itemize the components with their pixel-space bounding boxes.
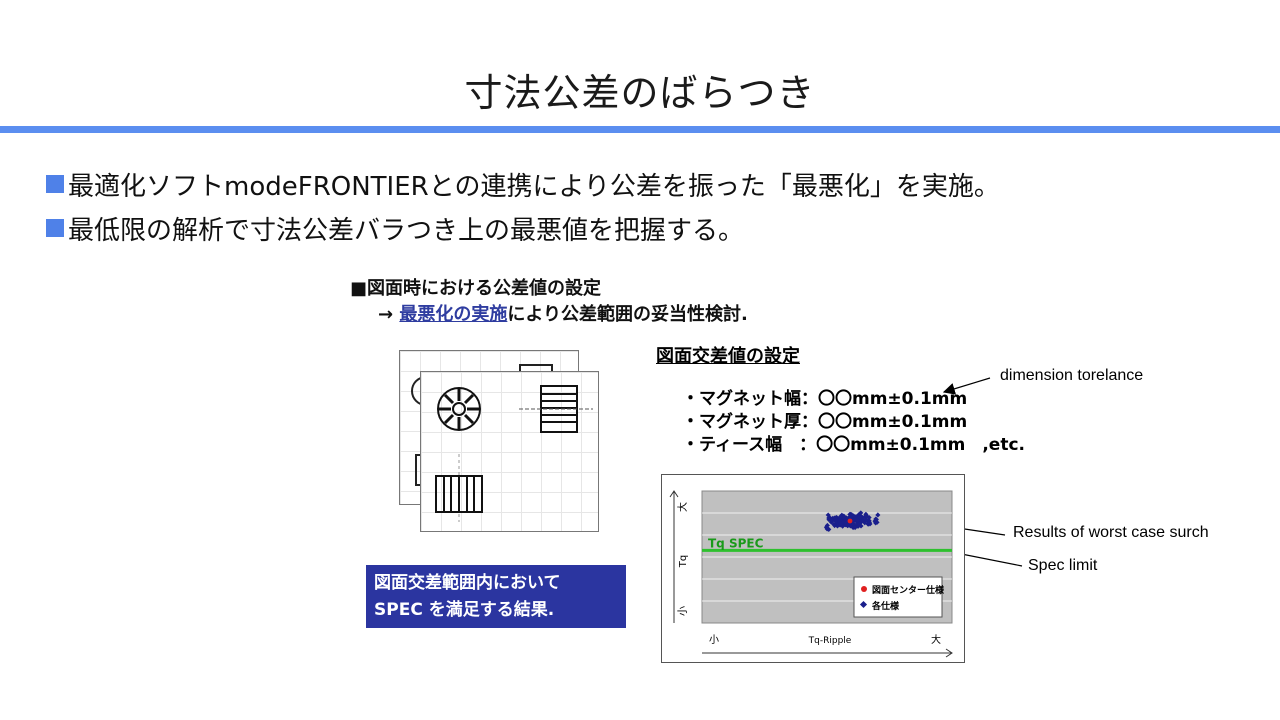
laminated-core-icon [435, 475, 483, 513]
bullet-text-2: 最低限の解析で寸法公差バラつき上の最悪値を把握する。 [68, 216, 745, 246]
scatter-point [863, 517, 869, 523]
figure-subheading-rest: により公差範囲の妥当性検討. [507, 304, 748, 325]
spec-line-3: ・ティース幅 ：〇〇mm±0.1mm ,etc. [682, 435, 1025, 455]
legend-label-each: 各仕様 [871, 600, 900, 612]
square-bullet-icon [46, 175, 64, 193]
legend-marker-each [859, 600, 868, 609]
legend-box [853, 576, 943, 618]
spec-title: 図面交差値の設定 [656, 346, 800, 367]
scatter-chart: 大 Tq 小 小 Tq-Ripple 大 Tq SPEC 図面センター仕様各仕様 [661, 474, 965, 663]
motor-drawing [435, 385, 593, 522]
arrow-text: → [378, 304, 394, 325]
spec-line-2: ・マグネット厚：〇〇mm±0.1mm [682, 412, 968, 432]
worst-case-link: 最悪化の実施 [399, 304, 508, 325]
spec-limit-note: Spec limit [1028, 557, 1098, 574]
x-min-label: 小 [709, 634, 719, 646]
result-line-1: 図面交差範囲内において [374, 573, 561, 593]
spec-line-label: Tq SPEC [708, 536, 764, 550]
scatter-point [857, 520, 863, 526]
figure-subheading: → 最悪化の実施により公差範囲の妥当性検討. [378, 300, 748, 326]
legend-label-center: 図面センター仕様 [872, 584, 945, 596]
bullet-item-2: 最低限の解析で寸法公差バラつき上の最悪値を把握する。 [46, 210, 744, 247]
y-min-label: 小 [677, 606, 689, 616]
result-callout: 図面交差範囲内において SPEC を満足する結果. [366, 565, 626, 628]
worst-case-note: Results of worst case surch [1013, 524, 1209, 541]
x-axis-label: Tq-Ripple [808, 636, 852, 646]
drawing-sheet-front [420, 371, 599, 532]
bullet-item-1: 最適化ソフトmodeFRONTIERとの連携により公差を振った「最悪化」を実施。 [46, 166, 1000, 203]
scatter-point [855, 517, 861, 523]
x-max-label: 大 [931, 633, 941, 646]
scatter-point [823, 524, 829, 530]
bullet-text-1: 最適化ソフトmodeFRONTIERとの連携により公差を振った「最悪化」を実施。 [68, 172, 1000, 202]
stator-gear-icon [437, 387, 481, 431]
dimension-arrow [942, 377, 991, 395]
scatter-point [866, 519, 873, 525]
y-max-label: 大 [676, 502, 689, 512]
spec-line-1: ・マグネット幅：〇〇mm±0.1mm [682, 389, 968, 409]
legend-marker-center [861, 586, 867, 592]
result-line-2: SPEC を満足する結果. [374, 600, 555, 620]
x-axis-arrowhead [945, 648, 953, 658]
scatter-cluster [823, 510, 881, 532]
figure-heading: ■図面時における公差値の設定 [350, 278, 602, 299]
y-axis-arrowhead [669, 490, 679, 498]
slide-title: 寸法公差のばらつき [464, 71, 816, 115]
square-bullet-icon [46, 219, 64, 237]
y-axis-label: Tq [678, 555, 689, 568]
center-spec-point [847, 518, 853, 524]
dimension-tolerance-note: dimension torelance [1000, 367, 1144, 384]
title-divider [0, 126, 1280, 133]
